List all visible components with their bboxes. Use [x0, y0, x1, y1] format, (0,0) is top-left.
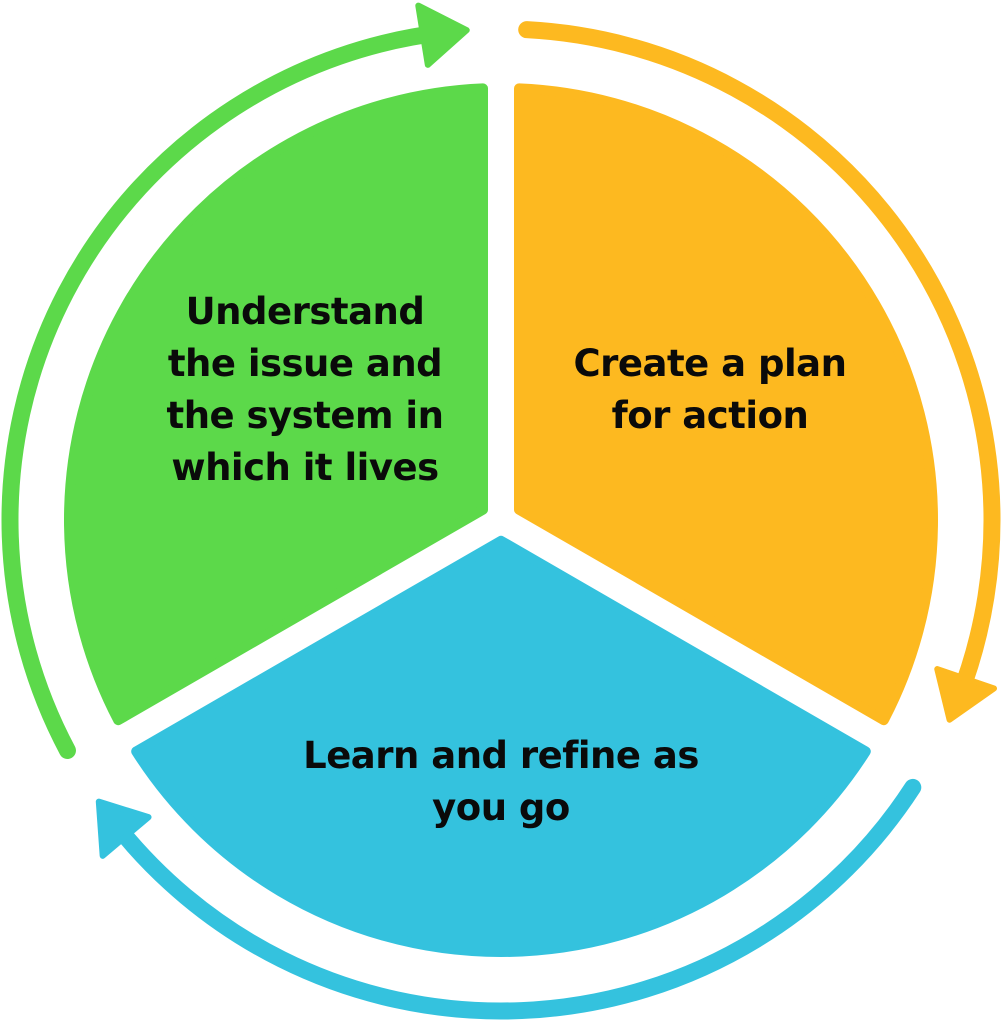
label-line: you go [432, 786, 570, 829]
segment-learn [131, 535, 871, 957]
cycle-arrow-plan-to-learn [518, 21, 1001, 706]
cycle-arrow-understand-to-plan [1, 23, 452, 760]
arrow-head-icon [415, 2, 470, 68]
segment-label-plan: Create a plan for action [540, 338, 880, 442]
label-line: which it lives [171, 446, 439, 489]
arrow-head-icon [95, 798, 152, 859]
segment-understand [64, 83, 488, 726]
label-line: Learn and refine as [303, 734, 699, 777]
segment-plan [514, 83, 938, 726]
label-line: the system in [166, 394, 444, 437]
cycle-arrow-learn-to-understand [104, 778, 922, 1020]
segment-label-understand: Understand the issue and the system in w… [140, 286, 470, 494]
label-line: Create a plan [573, 342, 847, 385]
arrow-head-icon [934, 666, 998, 723]
label-line: Understand [185, 290, 425, 333]
label-line: the issue and [167, 342, 443, 385]
label-line: for action [611, 394, 809, 437]
segment-label-learn: Learn and refine as you go [260, 730, 742, 834]
